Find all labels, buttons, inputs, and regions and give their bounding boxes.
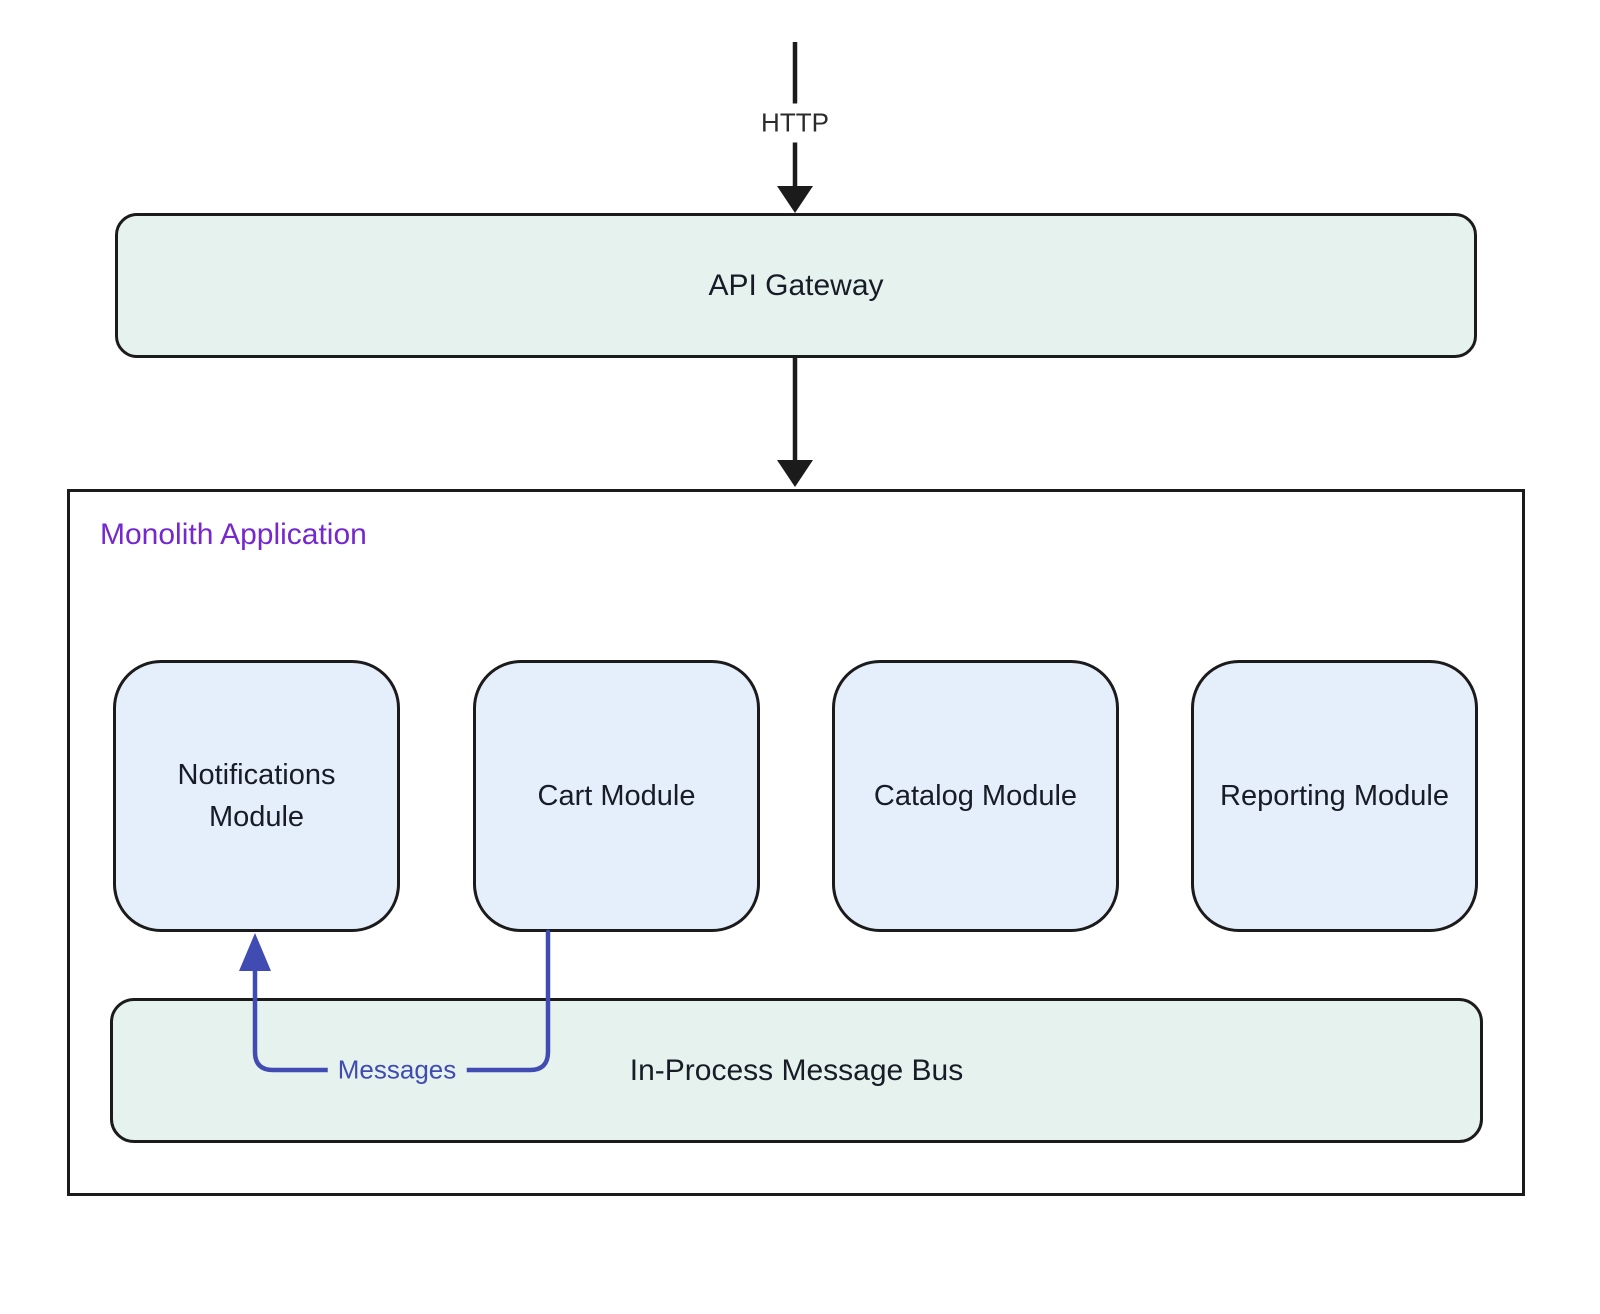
gateway-monolith-arrowhead-icon [777,460,813,487]
api-gateway-label: API Gateway [708,268,884,302]
api-gateway-node: API Gateway [115,213,1477,358]
module-cart-label: Cart Module [537,779,696,812]
module-catalog-label: Catalog Module [873,779,1078,812]
http-arrowhead-icon [777,186,813,213]
module-reporting: Reporting Module [1191,660,1478,932]
messages-edge-label: Messages [327,1051,467,1089]
module-reporting-label: Reporting Module [1220,779,1449,812]
module-catalog: Catalog Module [832,660,1119,932]
monolith-title: Monolith Application [100,518,367,551]
module-notifications: Notifications Module [113,660,400,932]
http-edge-label: HTTP [753,103,837,143]
module-cart: Cart Module [473,660,760,932]
message-bus-node: In-Process Message Bus [110,998,1483,1143]
message-bus-label: In-Process Message Bus [629,1053,964,1087]
module-notifications-label: Notifications Module [177,758,336,833]
